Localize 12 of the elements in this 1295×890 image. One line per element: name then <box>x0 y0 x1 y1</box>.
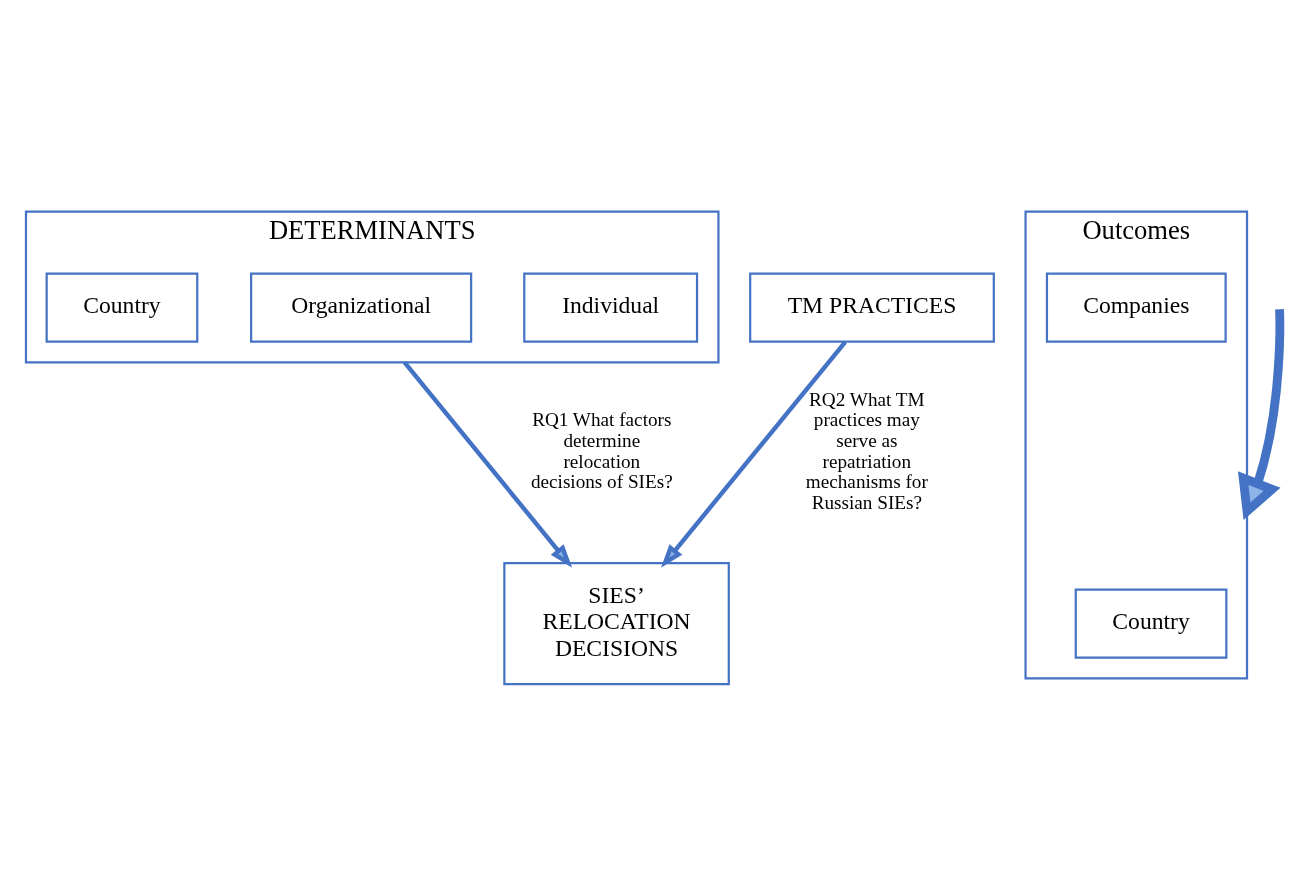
arrow <box>1237 309 1285 521</box>
arrow <box>660 340 847 568</box>
arrow <box>402 360 573 568</box>
node-box: Individual <box>523 272 699 343</box>
node-box: Country <box>45 272 199 343</box>
node-box: Companies <box>1045 272 1227 343</box>
edge-label: RQ2 What TM practices may serve as repatriation mechanisms for Russian SIEs? <box>805 388 928 514</box>
node-box: Country <box>1074 588 1228 659</box>
node-box: Organizational <box>250 272 473 343</box>
node-box: SIES’ RELOCATION DECISIONS <box>503 562 730 686</box>
node-box: TM PRACTICES <box>749 272 995 343</box>
edge-label: RQ1 What factors determine relocation decisions of SIEs? <box>530 409 673 493</box>
